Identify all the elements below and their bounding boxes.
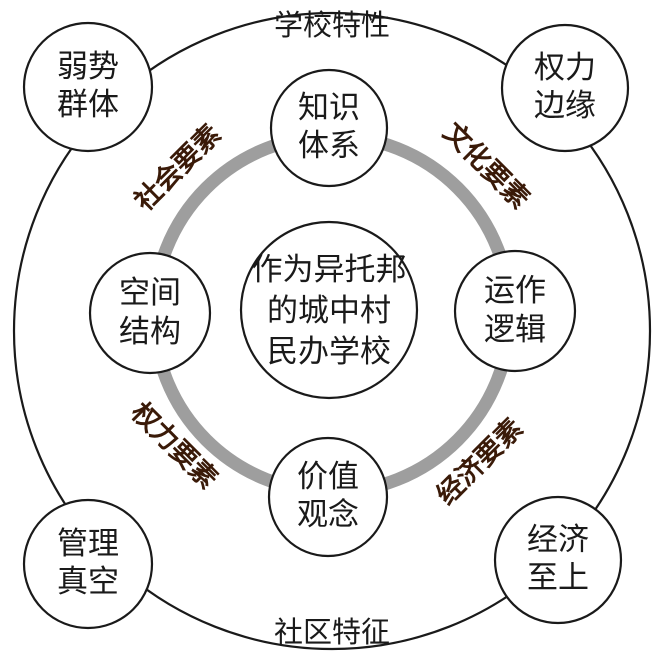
- svg-text:逻辑: 逻辑: [484, 312, 546, 348]
- node-vulnerable-groups: 弱势 群体: [22, 21, 154, 153]
- svg-text:运作: 运作: [484, 273, 546, 309]
- outer-top-label: 学校特性: [274, 8, 390, 42]
- svg-text:边缘: 边缘: [534, 88, 596, 124]
- node-operating-logic: 运作 逻辑: [453, 249, 577, 373]
- node-spatial-structure: 空间 结构: [88, 251, 212, 375]
- node-management-vacuum: 管理 真空: [22, 498, 154, 630]
- svg-text:体系: 体系: [298, 128, 360, 164]
- svg-text:权力: 权力: [534, 50, 596, 86]
- node-value-concepts: 价值 观念: [267, 436, 389, 558]
- svg-text:至上: 至上: [527, 560, 589, 596]
- svg-text:结构: 结构: [119, 314, 181, 350]
- svg-text:空间: 空间: [119, 275, 181, 311]
- svg-text:群体: 群体: [57, 87, 119, 123]
- center-circle: [239, 220, 419, 400]
- svg-text:价值: 价值: [297, 459, 359, 495]
- node-knowledge-system: 知识 体系: [269, 68, 389, 188]
- node-economy-first: 经济 至上: [493, 495, 623, 625]
- node-power-margin: 权力 边缘: [500, 23, 630, 153]
- svg-text:知识: 知识: [298, 90, 360, 126]
- outer-bottom-label: 社区特征: [274, 615, 390, 649]
- svg-text:观念: 观念: [297, 497, 359, 533]
- svg-text:弱势: 弱势: [57, 49, 119, 85]
- center-line-1: 作为异托邦: [252, 252, 407, 288]
- svg-text:管理: 管理: [57, 526, 119, 562]
- svg-text:真空: 真空: [57, 564, 119, 600]
- center-line-2: 的城中村: [267, 293, 391, 329]
- svg-text:经济: 经济: [527, 522, 589, 558]
- center-line-3: 民办学校: [267, 334, 391, 370]
